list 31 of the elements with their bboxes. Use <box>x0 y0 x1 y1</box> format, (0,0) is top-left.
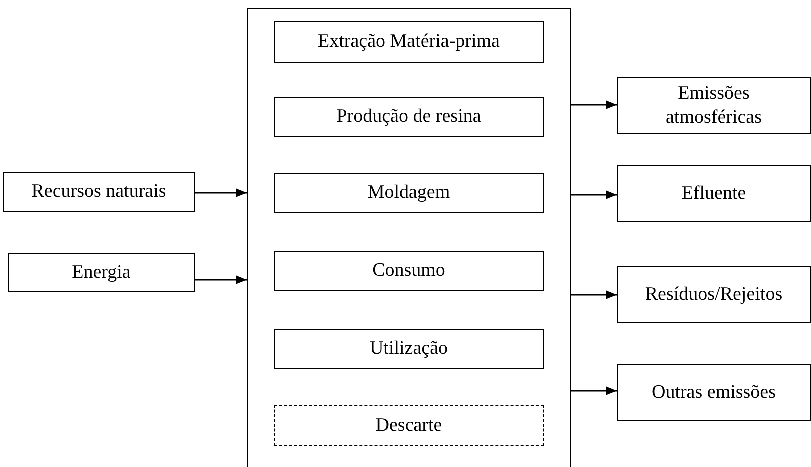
arrow <box>571 100 617 110</box>
arrow <box>571 386 617 396</box>
arrow <box>571 190 617 200</box>
arrow <box>571 290 617 300</box>
box-label: Descarte <box>374 414 444 438</box>
process-box <box>617 165 811 222</box>
box-label: Moldagem <box>366 181 452 205</box>
box-label: Produção de resina <box>336 105 482 129</box>
process-box <box>617 266 811 323</box>
process-box <box>3 172 195 212</box>
process-box <box>617 364 811 421</box>
arrow <box>195 276 247 284</box>
process-box <box>274 97 544 137</box>
box-label: Emissões atmosféricas <box>664 82 763 130</box>
process-box <box>274 251 544 291</box>
box-label: Outras emissões <box>650 380 777 404</box>
box-label: Resíduos/Rejeitos <box>644 282 784 306</box>
box-label: Efluente <box>680 182 748 206</box>
process-box <box>274 329 544 369</box>
arrow <box>195 188 247 198</box>
process-container <box>247 8 571 467</box>
process-box <box>274 173 544 213</box>
box-label: Consumo <box>372 259 446 283</box>
box-label: Energia <box>71 260 132 284</box>
box-label: Recursos naturais <box>30 180 168 204</box>
process-box <box>8 253 195 292</box>
process-box <box>617 77 811 134</box>
process-box <box>274 405 544 446</box>
process-box <box>274 21 544 63</box>
box-label: Extração Matéria-prima <box>317 30 501 54</box>
box-label: Utilização <box>368 337 450 361</box>
